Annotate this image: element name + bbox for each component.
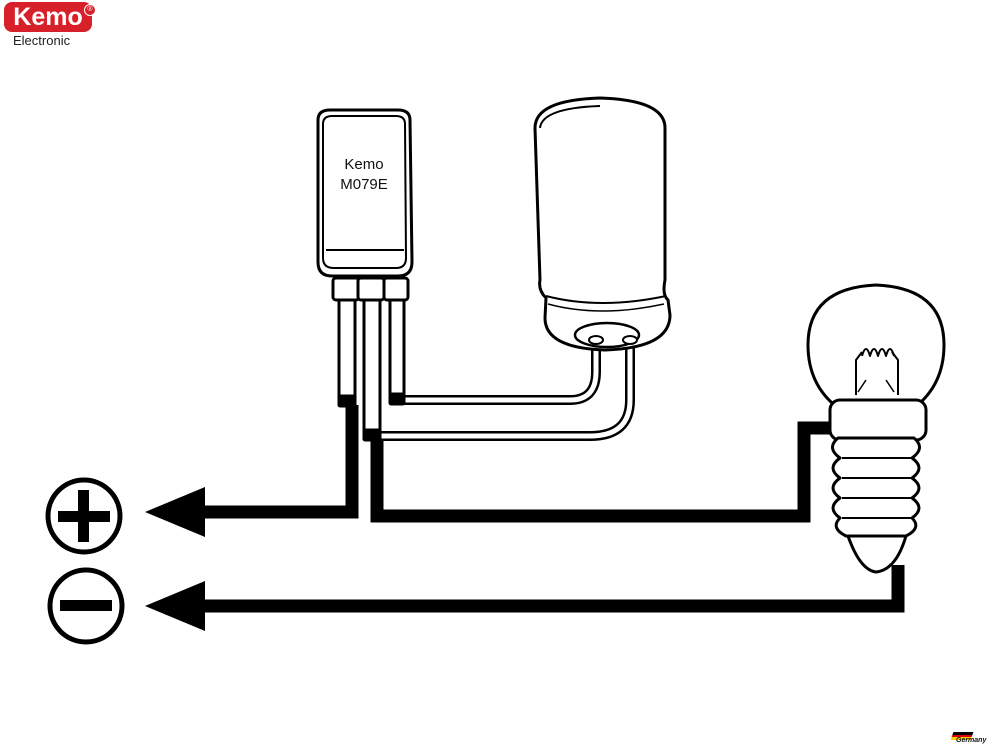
made-in-germany-badge: Germany bbox=[950, 732, 996, 746]
minus-wire bbox=[200, 565, 905, 613]
logo-subtitle: Electronic bbox=[13, 33, 71, 48]
plus-terminal-icon bbox=[45, 477, 123, 555]
kemo-logo: Kemo ® Electronic bbox=[4, 2, 96, 48]
germany-label: Germany bbox=[956, 737, 987, 744]
chip-label-model: M079E bbox=[340, 176, 388, 193]
light-bulb bbox=[806, 283, 946, 574]
chip-label-brand: Kemo bbox=[344, 156, 384, 173]
plus-wire bbox=[200, 405, 359, 519]
plus-arrow bbox=[145, 487, 205, 537]
registered-mark: ® bbox=[84, 4, 96, 16]
chip bbox=[316, 108, 414, 442]
logo-badge: Kemo bbox=[4, 2, 92, 32]
minus-terminal-icon bbox=[47, 567, 125, 645]
capacitor bbox=[533, 96, 672, 352]
lamp-wire bbox=[370, 421, 832, 523]
capacitor-leads bbox=[375, 340, 635, 441]
minus-arrow bbox=[145, 581, 205, 631]
